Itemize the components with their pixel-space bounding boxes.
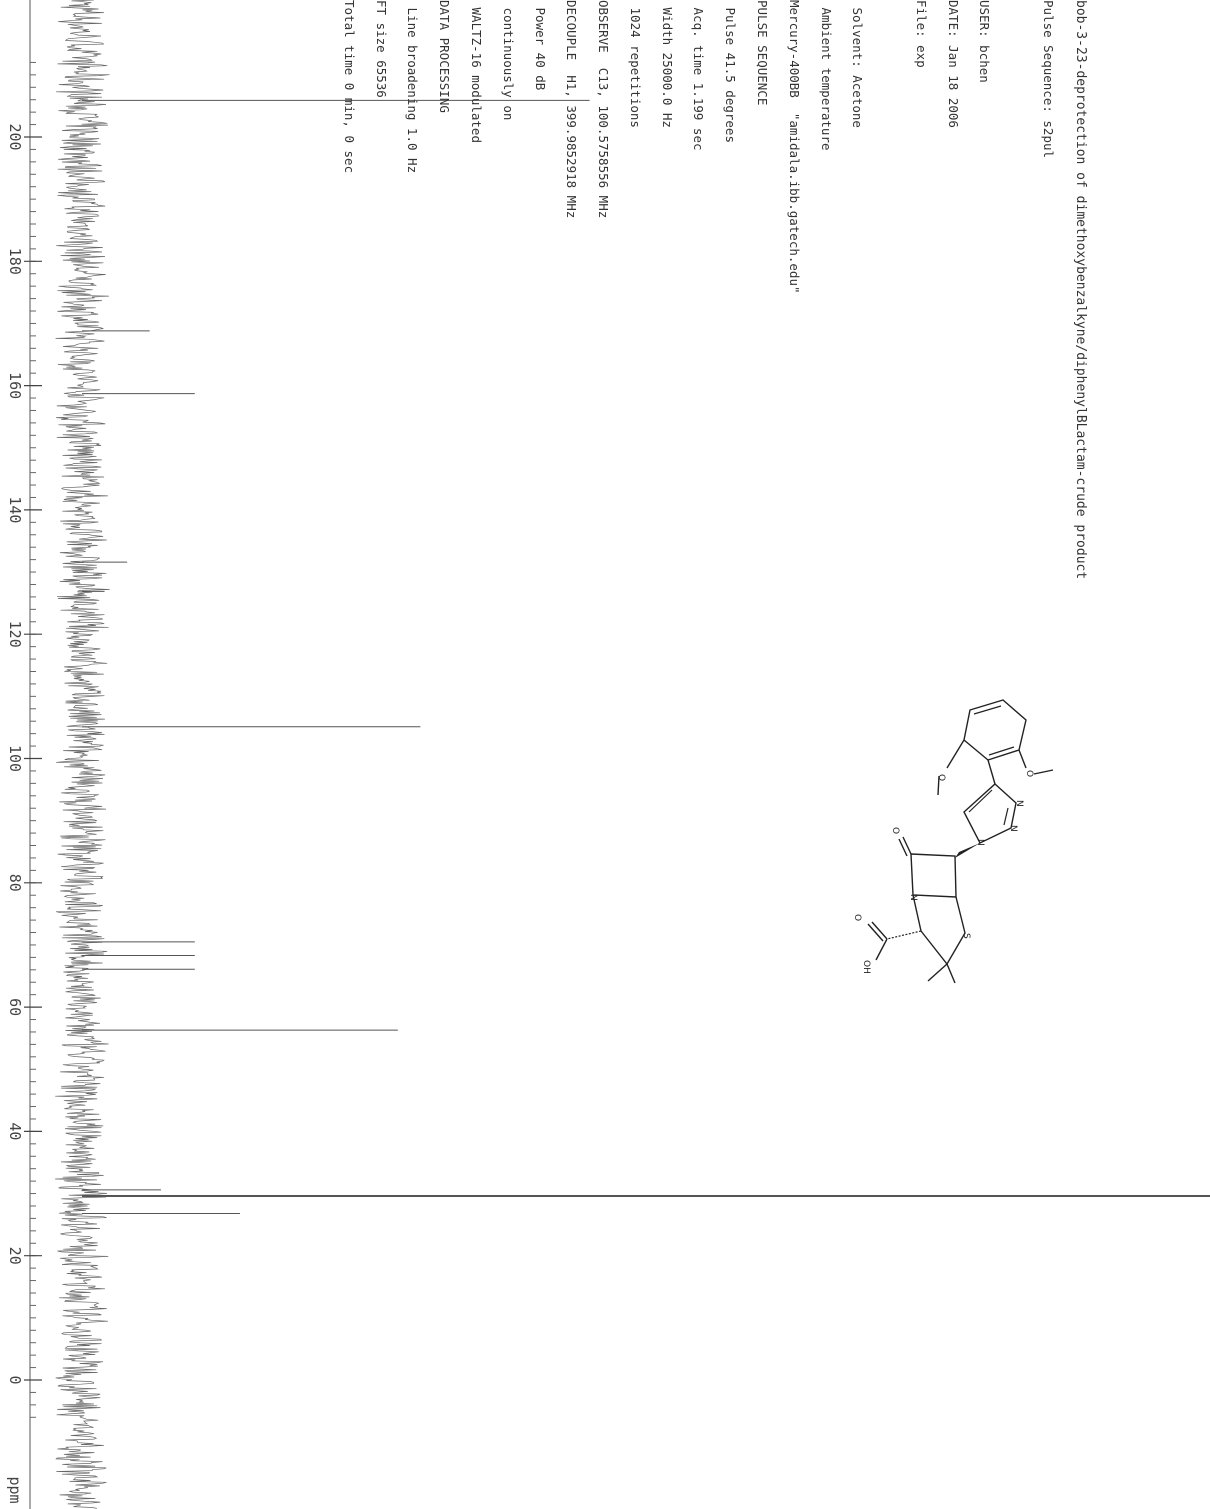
- chemical-structure: O O N N N O N S O OH: [852, 699, 1054, 984]
- tick-label: 60: [6, 998, 24, 1016]
- param-line: OBSERVE C13, 100.5758556 MHz: [596, 0, 612, 219]
- param-line: FT size 65536: [373, 0, 389, 98]
- param-line: 1024 repetitions: [627, 0, 643, 128]
- param-line: [884, 0, 895, 579]
- spectrum-title: bob-3-23-deprotection of dimethoxybenzal…: [1072, 0, 1088, 580]
- param-line: DECOUPLE H1, 399.9852918 MHz: [564, 0, 580, 219]
- tick-label: 180: [6, 248, 24, 275]
- acquisition-parameters: bob-3-23-deprotection of dimethoxybenzal…: [333, 0, 1106, 579]
- axis-unit-label: ppm: [6, 1476, 24, 1503]
- atom-label: N: [975, 839, 985, 846]
- param-line: Width 25000.0 Hz: [659, 0, 675, 128]
- tick-label: 140: [6, 496, 24, 523]
- atom-label: N: [908, 894, 918, 901]
- param-line: Pulse 41.5 degrees: [723, 0, 739, 143]
- param-line: PULSE SEQUENCE: [755, 0, 770, 106]
- atom-label: N: [1008, 825, 1018, 832]
- param-line: Pulse Sequence: s2pul: [1041, 0, 1057, 159]
- tick-label: 160: [6, 372, 24, 399]
- benzene-ring: [963, 699, 1027, 761]
- param-line: Line broadening 1.0 Hz: [405, 0, 421, 174]
- atom-label: N: [1014, 800, 1024, 807]
- tick-label: 100: [6, 745, 24, 772]
- param-line: Solvent: Acetone: [850, 0, 866, 128]
- noise-trace: [55, 0, 110, 1509]
- param-line: DATA PROCESSING: [437, 0, 453, 113]
- param-line: continuously on: [500, 0, 516, 121]
- tick-label: 200: [6, 123, 24, 150]
- triazole-ring: [963, 783, 1017, 844]
- tick-label: 20: [6, 1247, 24, 1265]
- tick-label: 40: [6, 1122, 24, 1140]
- param-line: [1011, 0, 1022, 579]
- atom-label: O: [852, 914, 862, 921]
- baseline-noise: [55, 0, 110, 1509]
- param-line: File: exp: [913, 0, 929, 68]
- atom-label: OH: [861, 960, 871, 974]
- param-line: WALTZ-16 modulated: [468, 0, 484, 143]
- tick-label: 120: [6, 621, 24, 648]
- param-line: Acq. time 1.199 sec: [691, 0, 707, 151]
- atom-label: S: [961, 933, 971, 939]
- atom-label: O: [890, 827, 900, 834]
- param-line: USER: bchen: [977, 0, 993, 83]
- tick-label: 80: [6, 874, 24, 892]
- beta-lactam-ring: [910, 853, 957, 898]
- param-line: Power 40 dB: [532, 0, 548, 91]
- param-line: DATE: Jan 18 2006: [945, 0, 961, 128]
- param-line: Mercury-400BB "amidala.ibb.gatech.edu": [786, 0, 802, 294]
- tick-label: 0: [6, 1375, 24, 1384]
- param-line: Ambient temperature: [818, 0, 834, 151]
- spectrum-peaks: [82, 99, 1210, 1214]
- atom-label: O: [936, 774, 946, 781]
- param-line: Total time 0 min, 0 sec: [341, 0, 357, 174]
- atom-label: O: [1024, 770, 1034, 777]
